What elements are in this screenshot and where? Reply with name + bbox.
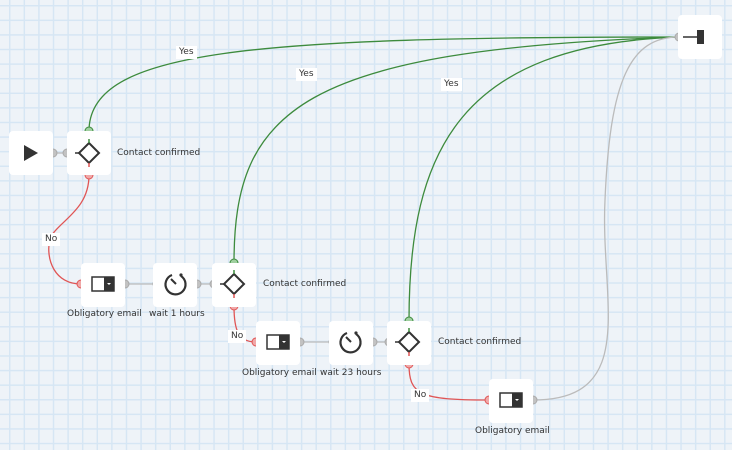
edge-label-yes: Yes [441,78,462,91]
node-label: Obligatory email [475,426,550,436]
end-node[interactable] [678,15,722,59]
email-node[interactable] [489,379,533,423]
wait-node[interactable] [153,263,197,307]
edge-cond2-yes [233,36,680,264]
edge-email3-end [532,36,680,401]
edge-cond3-yes [408,36,680,322]
node-label: Contact confirmed [117,148,201,158]
node-label: Obligatory email [242,368,317,378]
edge-label-no: No [42,233,61,246]
node-label: wait 1 hours [149,309,205,319]
edge-label-no: No [411,389,430,402]
start-node[interactable] [9,131,53,175]
edge-cond1-yes [88,36,680,132]
email-node[interactable] [81,263,125,307]
node-label: wait 23 hours [320,368,382,378]
node-label: Contact confirmed [263,279,347,289]
condition-node[interactable] [212,263,256,307]
condition-node[interactable] [67,131,111,175]
condition-node[interactable] [387,321,431,365]
edge-label-yes: Yes [176,46,197,59]
edge-label-yes: Yes [296,68,317,81]
node-label: Contact confirmed [438,337,522,347]
wait-node[interactable] [329,321,373,365]
email-node[interactable] [256,321,300,365]
node-label: Obligatory email [67,309,142,319]
edge-label-no: No [228,330,247,343]
